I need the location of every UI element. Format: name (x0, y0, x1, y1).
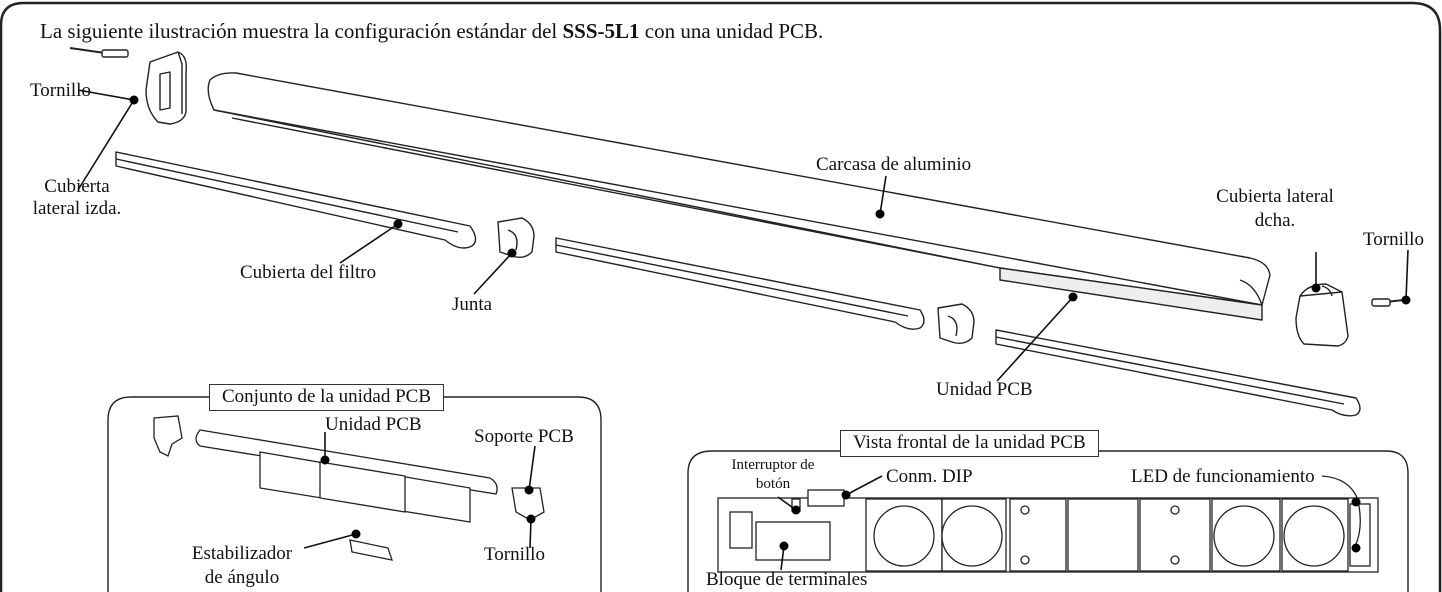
label-tornillo-top-left: Tornillo (30, 80, 91, 101)
label-cubierta-filtro: Cubierta del filtro (240, 262, 377, 283)
label-bloque-terminales: Bloque de terminales (706, 569, 868, 590)
joint-1 (497, 217, 535, 259)
right-side-cover (1295, 283, 1349, 347)
label-unidad-pcb-main: Unidad PCB (936, 379, 1033, 400)
label-cubierta-dcha-line2: dcha. (1254, 210, 1296, 231)
label-conm-dip: Conm. DIP (886, 466, 973, 487)
pcb-assembly-sketch (153, 415, 545, 561)
label-led: LED de funcionamiento (1131, 466, 1315, 487)
label-cubierta-dcha-line1: Cubierta lateral (1216, 186, 1334, 207)
label-carcasa: Carcasa de aluminio (816, 154, 972, 175)
diagram-heading: La siguiente ilustración muestra la conf… (40, 18, 823, 44)
screw-right (1371, 298, 1405, 307)
label-soporte-pcb: Soporte PCB (474, 426, 574, 447)
pcb-front-view-sketch (717, 475, 1379, 573)
heading-suffix: con una unidad PCB. (639, 19, 824, 43)
label-junta: Junta (452, 294, 493, 315)
inset-front-title: Vista frontal de la unidad PCB (840, 430, 1099, 457)
label-estabilizador-line2: de ángulo (204, 567, 280, 588)
leader-dots (129, 95, 1411, 553)
label-estabilizador-line1: Estabilizador (191, 543, 293, 564)
inset-assembly-title: Conjunto de la unidad PCB (209, 384, 444, 411)
label-cubierta-izda-line1: Cubierta (44, 176, 110, 197)
terminal-block (755, 521, 831, 561)
heading-model: SSS-5L1 (562, 19, 640, 43)
filter-cover-2 (555, 237, 925, 330)
filter-cover-3 (995, 329, 1361, 417)
heading-prefix: La siguiente ilustración muestra la conf… (40, 19, 563, 43)
label-tornillo-right: Tornillo (1363, 229, 1424, 250)
label-interruptor-line2: botón (755, 476, 791, 492)
label-cubierta-izda-line2: lateral izda. (32, 198, 122, 219)
label-interruptor-line1: Interruptor de (731, 457, 815, 473)
screw-top-left (69, 47, 129, 58)
filter-cover-1 (115, 151, 477, 249)
aluminium-housing (207, 72, 1271, 321)
pushbutton-switch-body (729, 511, 753, 549)
label-inset-tornillo: Tornillo (484, 544, 545, 565)
label-inset-unidad-pcb: Unidad PCB (325, 414, 422, 435)
left-side-cover (145, 51, 188, 125)
joint-2 (937, 303, 975, 345)
